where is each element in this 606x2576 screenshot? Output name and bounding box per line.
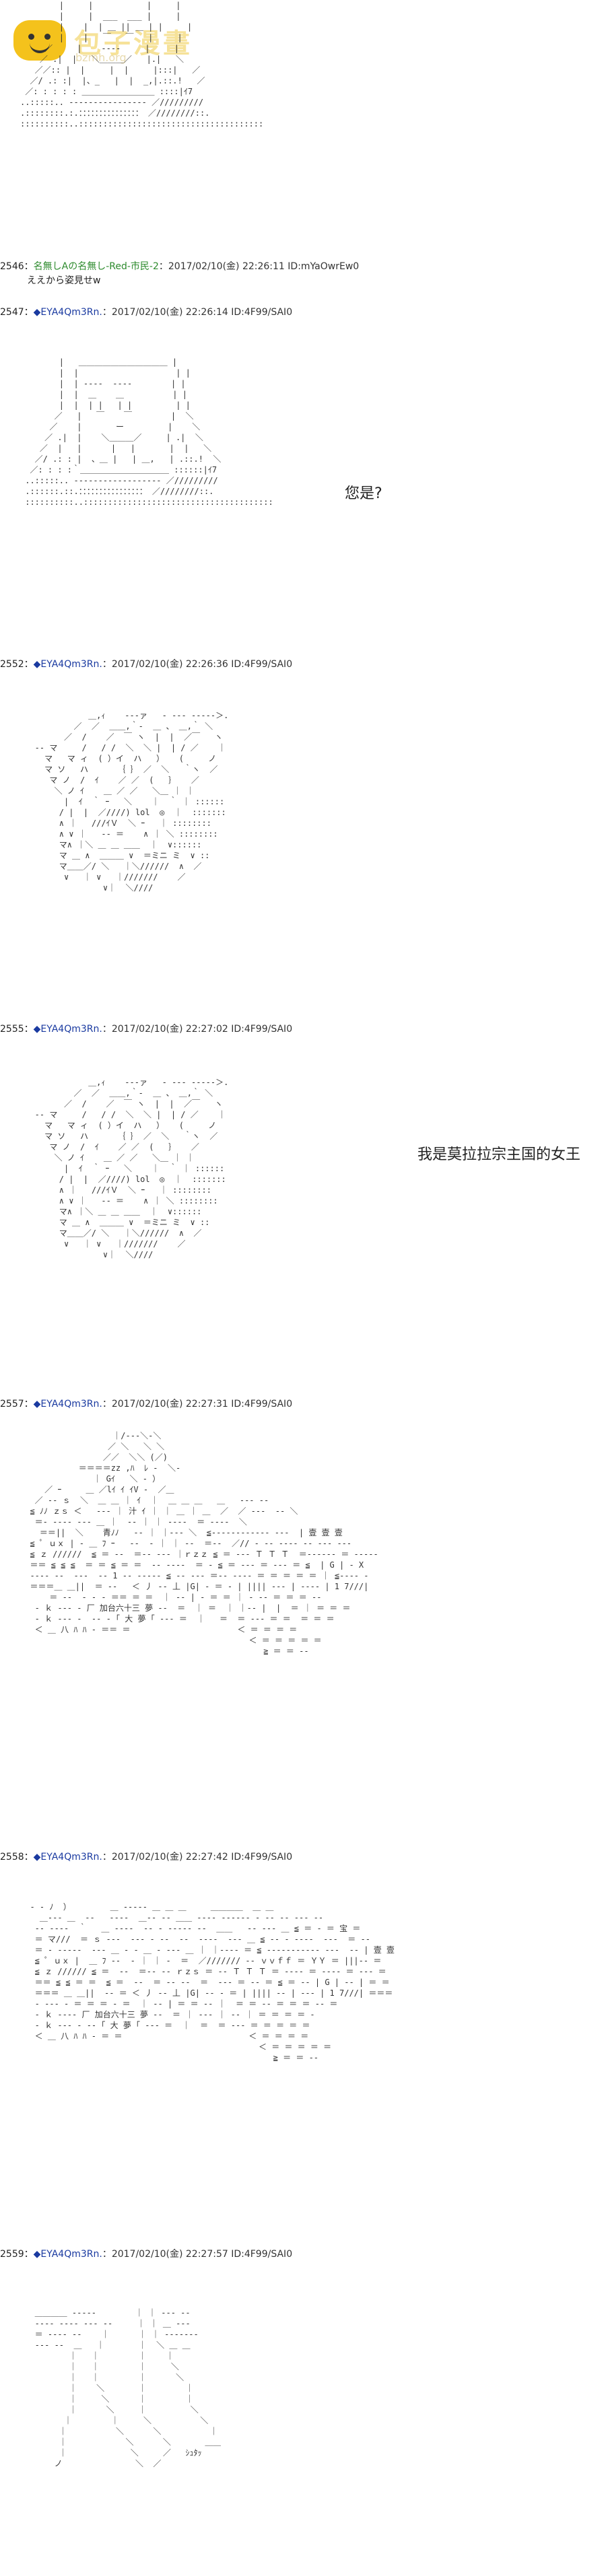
poster-name[interactable]: ◆EYA4Qm3Rn. (33, 1399, 102, 1409)
post-number: 2558： (0, 1852, 34, 1863)
poster-name[interactable]: ◆EYA4Qm3Rn. (33, 2249, 102, 2260)
post-body: ええから姿見せw (27, 275, 101, 286)
post-meta: ：2017/02/10(金) 22:27:57 ID:4F99/SAI0 (102, 2249, 293, 2260)
post-header: 2555：◆EYA4Qm3Rn.：2017/02/10(金) 22:27:02 … (0, 1023, 292, 1035)
poster-name[interactable]: 名無しAの名無し-Red-市民-2 (33, 261, 159, 272)
post-meta: ：2017/02/10(金) 22:27:31 ID:4F99/SAI0 (102, 1399, 293, 1409)
poster-name[interactable]: ◆EYA4Qm3Rn. (33, 307, 102, 318)
site-logo: 包子漫畫 bzmh.org (13, 20, 195, 64)
post-meta: ：2017/02/10(金) 22:26:11 ID:mYaOwrEw0 (158, 261, 360, 272)
post-header: 2558：◆EYA4Qm3Rn.：2017/02/10(金) 22:27:42 … (0, 1851, 292, 1863)
post-meta: ：2017/02/10(金) 22:27:02 ID:4F99/SAI0 (102, 1024, 293, 1035)
post-number: 2547： (0, 307, 34, 318)
post-number: 2557： (0, 1399, 34, 1409)
poster-name[interactable]: ◆EYA4Qm3Rn. (33, 659, 102, 670)
ascii-art-block: ＿＿＿＿ ‐‐‐‐‐ ｜ ｜ ‐‐‐ ‐‐ ‐‐‐‐ ‐‐‐‐ ‐‐‐ ‐‐ ｜… (34, 2308, 222, 2468)
post-number: 2555： (0, 1024, 34, 1035)
poster-name[interactable]: ◆EYA4Qm3Rn. (33, 1024, 102, 1035)
post-meta: ：2017/02/10(金) 22:27:42 ID:4F99/SAI0 (102, 1852, 293, 1863)
speech-text: 我是莫拉拉宗主国的女王 (417, 1146, 581, 1163)
logo-eye-left (28, 34, 34, 40)
post-header: 2559：◆EYA4Qm3Rn.：2017/02/10(金) 22:27:57 … (0, 2248, 292, 2260)
logo-face-icon (13, 20, 66, 61)
logo-eye-right (44, 34, 50, 40)
ascii-art-block: ｜/‐‐‐＼‐＼ ／ ＼ ＼ ＼ ／／ ＼＼ (／) ＝＝＝＝zz ,ﾊ ﾚ ‐… (30, 1431, 378, 1656)
post-header: 2557：◆EYA4Qm3Rn.：2017/02/10(金) 22:27:31 … (0, 1398, 292, 1410)
ascii-art-block: | ＿＿＿＿＿＿＿＿＿＿＿ | | | | | | | ‐‐‐‐ ‐‐‐‐ | … (25, 357, 273, 507)
post-number: 2559： (0, 2249, 34, 2260)
ascii-art-block: | | | | | | ___ ___ | | | | | ＿ || ＿ | |… (20, 1, 264, 129)
post-header: 2547：◆EYA4Qm3Rn.：2017/02/10(金) 22:26:14 … (0, 306, 292, 318)
logo-text: 包子漫畫 (74, 28, 193, 59)
post-number: 2552： (0, 659, 34, 670)
logo-mouth (30, 42, 50, 53)
post-meta: ：2017/02/10(金) 22:26:36 ID:4F99/SAI0 (102, 659, 293, 670)
ascii-art-block: ＿,ｨ ‐‐‐ァ ‐ ‐‐‐ ‐‐‐‐‐＞. ／ ／ ＿＿,｀‐ ＿ 、 ＿,｀… (34, 711, 229, 893)
ascii-art-block: ＿,ｨ ‐‐‐ァ ‐ ‐‐‐ ‐‐‐‐‐＞. ／ ／ ＿＿,｀‐ ＿ 、 ＿,｀… (34, 1078, 229, 1259)
ascii-art-block: ‐ ‐ ﾉ ） ＿ ‐‐‐‐‐ ＿ ＿ ＿ ＿＿＿＿ ＿ ＿ ＿‐‐‐ ＿ ‐‐… (30, 1902, 395, 2062)
speech-text: 您是? (345, 485, 382, 502)
logo-subtext: bzmh.org (75, 51, 127, 64)
post-number: 2546： (0, 261, 34, 272)
post-header: 2546：名無しAの名無し-Red-市民-2：2017/02/10(金) 22:… (0, 260, 359, 273)
poster-name[interactable]: ◆EYA4Qm3Rn. (33, 1852, 102, 1863)
post-header: 2552：◆EYA4Qm3Rn.：2017/02/10(金) 22:26:36 … (0, 658, 292, 670)
post-meta: ：2017/02/10(金) 22:26:14 ID:4F99/SAI0 (102, 307, 293, 318)
